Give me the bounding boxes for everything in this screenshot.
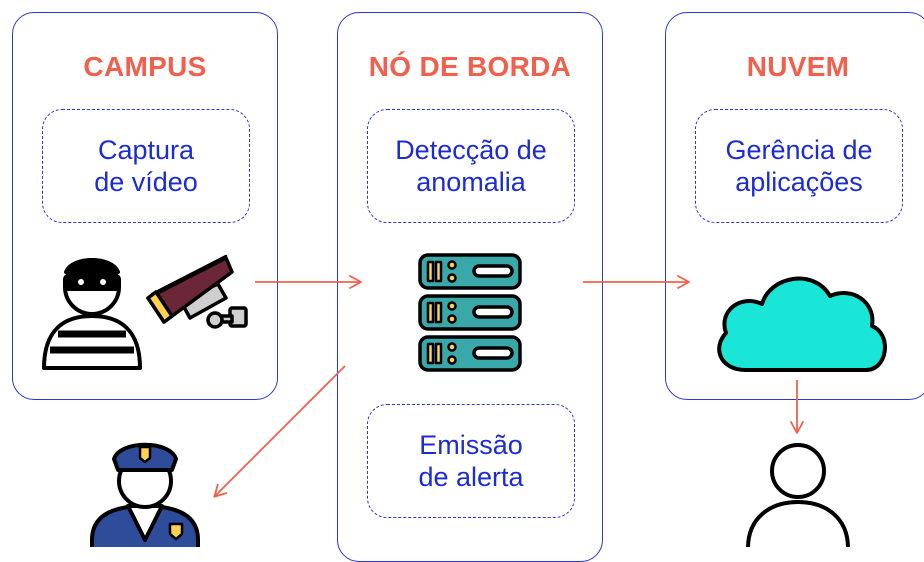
anomaly-detection-label: Detecção de anomalia <box>395 135 547 197</box>
user-icon <box>746 443 850 547</box>
campus-title: CAMPUS <box>83 51 207 82</box>
anomaly-detection-box: Detecção de anomalia <box>367 109 575 223</box>
server-rack-icon <box>418 253 522 372</box>
police-officer-icon <box>90 442 200 547</box>
cloud-icon <box>717 276 887 372</box>
app-management-box: Gerência de aplicações <box>695 109 903 223</box>
edge-node-panel: NÓ DE BORDA Detecção de anomalia Emissão… <box>337 12 603 562</box>
alert-emission-box: Emissão de alerta <box>367 404 575 518</box>
video-capture-label: Captura de vídeo <box>94 135 198 197</box>
video-capture-box: Captura de vídeo <box>42 109 250 223</box>
thief-icon <box>42 258 142 370</box>
arrow-edge-to-police <box>213 365 346 498</box>
edge-node-title: NÓ DE BORDA <box>368 51 572 82</box>
diagram-graphics <box>42 253 887 547</box>
app-management-label: Gerência de aplicações <box>725 135 873 197</box>
cloud-title: NUVEM <box>746 51 850 82</box>
alert-emission-label: Emissão de alerta <box>418 430 524 492</box>
security-camera-icon <box>146 254 248 329</box>
